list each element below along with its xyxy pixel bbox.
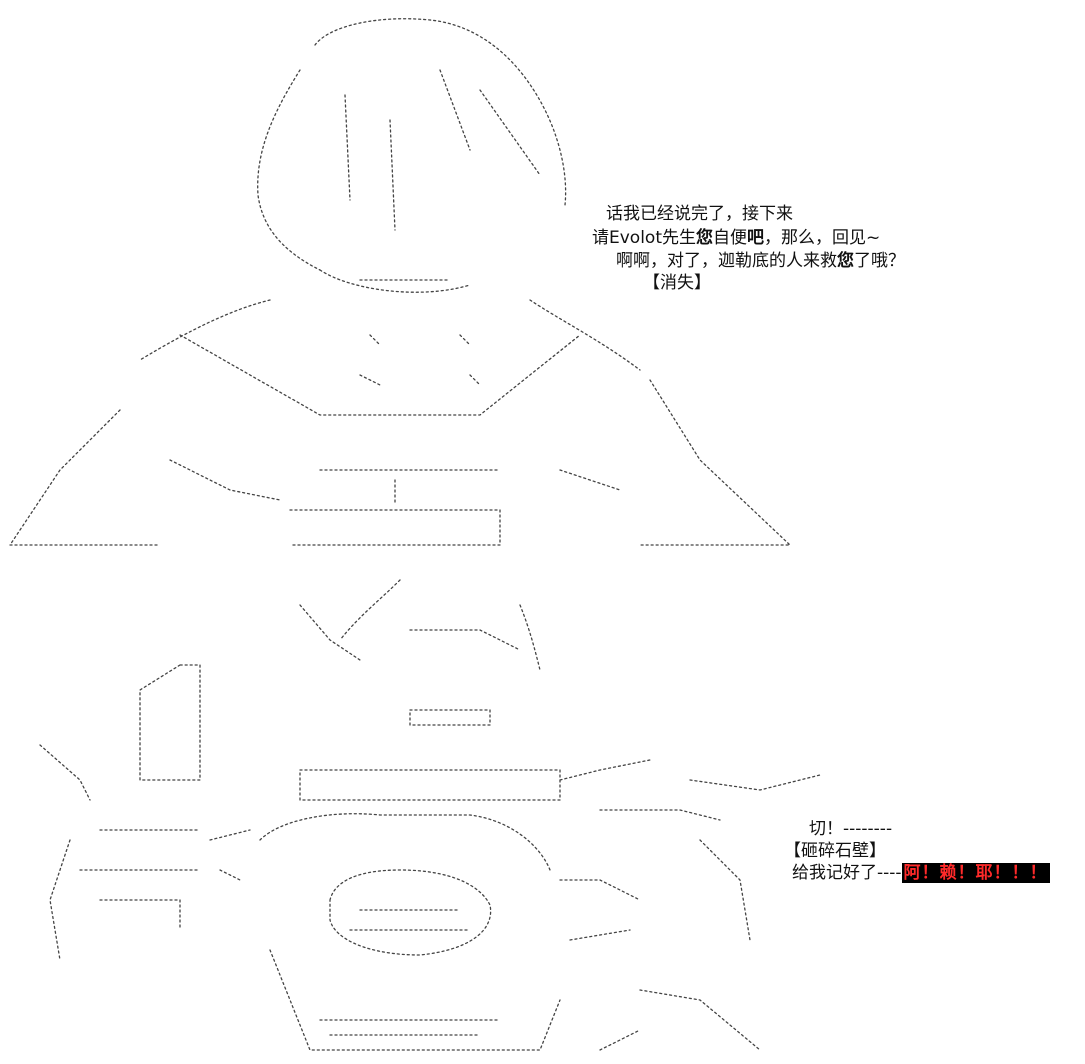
- line2-bold-2: 吧: [747, 228, 764, 248]
- bottom-creature-figure: [39, 579, 821, 1051]
- line2-bold-1: 您: [696, 228, 713, 248]
- top-dialogue-line-3: 啊啊，对了，迦勒底的人来救您了哦？: [616, 250, 905, 272]
- line3-post: 了哦？: [854, 251, 905, 271]
- top-dialogue-line-4: 【消失】: [643, 273, 711, 293]
- line3-prefix: 给我记好了----: [792, 863, 902, 883]
- bottom-dialogue-line-3: 给我记好了----阿！赖！耶！！！: [792, 862, 1050, 884]
- line2-post: ，那么，回见~: [764, 228, 881, 248]
- top-dialogue-line-2: 请Evolot先生您自便吧，那么，回见~: [592, 227, 880, 249]
- shout-text: 阿！赖！耶！！！: [901, 863, 1050, 883]
- bottom-dialogue-line-2: 【砸碎石壁】: [784, 841, 886, 861]
- top-character-figure: [8, 18, 792, 546]
- top-dialogue-line-1: 话我已经说完了，接下来: [606, 204, 793, 224]
- bottom-dialogue-line-1: 切！--------: [809, 819, 893, 839]
- line2-mid: 自便: [713, 228, 747, 248]
- line3-pre: 啊啊，对了，迦勒底的人来救: [616, 251, 837, 271]
- line3-bold: 您: [837, 251, 854, 271]
- line2-pre: 请Evolot先生: [592, 228, 696, 248]
